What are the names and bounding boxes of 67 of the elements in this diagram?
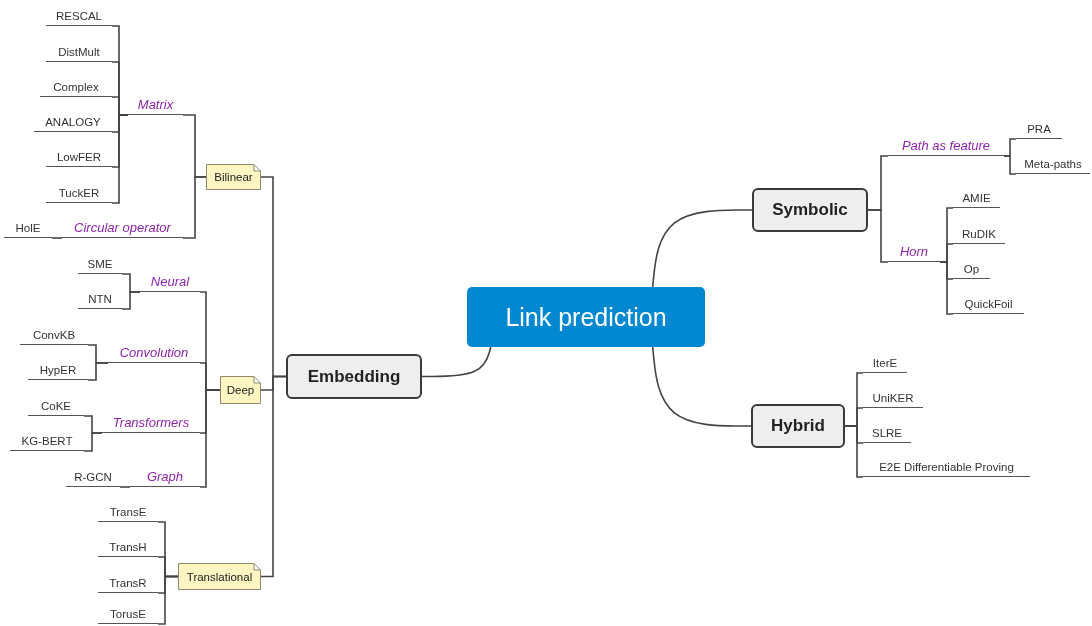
topic-label: Symbolic	[772, 200, 848, 220]
leaf-label: UniKER	[872, 392, 914, 404]
leaf-label: TransR	[109, 577, 147, 589]
leaf-label: SME	[87, 258, 113, 270]
leaf-label: HolE	[15, 222, 41, 234]
leaf-label: KG-BERT	[21, 435, 73, 447]
topic-label: Link prediction	[505, 302, 667, 332]
branch-line	[260, 375, 287, 578]
subtopic-label: Horn	[899, 244, 929, 259]
leaf-label: TorusE	[110, 608, 146, 620]
leaf-label: IterE	[872, 357, 898, 369]
leaf-label: AMIE	[962, 192, 991, 204]
leaf-label: Op	[963, 263, 980, 275]
leaf-label: ANALOGY	[45, 116, 101, 128]
branch-line	[121, 291, 141, 310]
main-topic-box	[286, 354, 422, 399]
leaf-label: TransH	[109, 541, 147, 553]
leaf-label: DistMult	[58, 46, 100, 58]
leaf-label: HypER	[39, 364, 77, 376]
branch-line	[1003, 155, 1017, 175]
topic-label: Bilinear	[214, 171, 253, 183]
leaf-label: Meta-paths	[1024, 158, 1082, 170]
branch-line	[182, 176, 207, 239]
subtopic-label: Matrix	[137, 97, 174, 112]
subtopic-label: Convolution	[119, 345, 189, 360]
branch-line	[421, 346, 492, 378]
branch-line	[119, 486, 131, 488]
branch-line	[651, 346, 752, 427]
branch-line	[83, 432, 103, 452]
branch-line	[844, 425, 864, 478]
topic-label: Deep	[226, 384, 255, 396]
leaf-label: Complex	[53, 81, 99, 93]
note-box	[178, 563, 261, 590]
leaf-label: RuDIK	[962, 228, 996, 240]
leaf-label: RESCAL	[56, 10, 102, 22]
subtopic-label: Path as feature	[901, 138, 991, 153]
leaf-label: QuickFoil	[964, 298, 1013, 310]
note-box	[220, 376, 261, 404]
leaf-label: E2E Differentiable Proving	[879, 461, 1014, 473]
leaf-label: NTN	[88, 293, 112, 305]
topic-label: Translational	[186, 570, 253, 583]
subtopic-label: Transformers	[112, 415, 190, 430]
branch-line	[867, 209, 889, 263]
leaf-label: TuckER	[58, 187, 100, 199]
branch-line	[157, 575, 179, 625]
branch-line	[51, 237, 63, 239]
leaf-label: CoKE	[40, 400, 71, 412]
subtopic-label: Neural	[150, 274, 190, 289]
topic-label: Embedding	[307, 366, 401, 387]
main-topic-box	[751, 404, 845, 448]
subtopic-label: Circular operator	[74, 220, 171, 235]
leaf-label: R-GCN	[74, 471, 112, 483]
central-topic-box	[467, 287, 705, 347]
subtopic-label: Graph	[146, 469, 184, 484]
branch-line	[651, 209, 753, 288]
leaf-label: LowFER	[56, 151, 102, 163]
main-topic-box	[752, 188, 868, 232]
leaf-label: SLRE	[871, 427, 902, 439]
branch-line	[87, 362, 109, 381]
leaf-label: TransE	[109, 506, 147, 518]
note-box	[206, 164, 261, 190]
leaf-label: PRA	[1027, 123, 1051, 135]
leaf-label: ConvKB	[32, 329, 76, 341]
branch-line	[199, 389, 221, 488]
branch-line	[939, 261, 954, 315]
topic-label: Hybrid	[771, 416, 825, 436]
branch-line	[111, 114, 129, 204]
